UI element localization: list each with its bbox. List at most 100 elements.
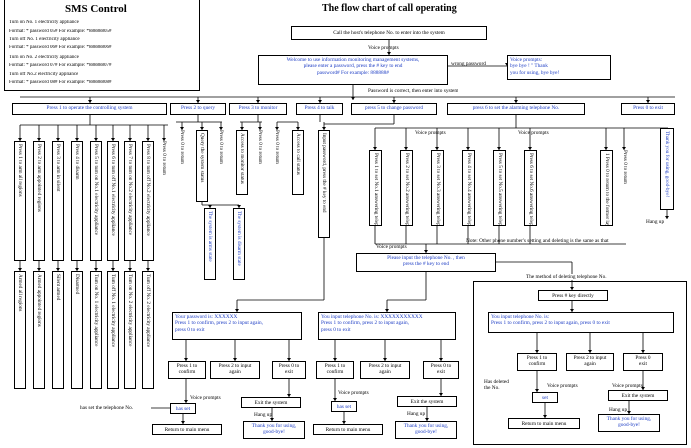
- arrowhead: [627, 411, 631, 414]
- arrowhead: [184, 400, 188, 403]
- sms-line: Turn off No. 1 electricity appliance: [9, 37, 80, 42]
- delete-method-panel: [473, 281, 687, 445]
- telephone-option: Press 3 to set No.3 answering telephone …: [431, 150, 444, 226]
- arrowhead: [208, 205, 212, 208]
- arrowhead: [387, 52, 391, 55]
- arrowhead: [570, 309, 574, 312]
- control-result: Armed appointed regions: [33, 271, 45, 389]
- sms-line: Format: * password 07# For example: *888…: [9, 63, 112, 68]
- arrowhead: [128, 138, 132, 141]
- tel-has-set-box: has set: [331, 401, 357, 412]
- query-status-box: Query the system status: [196, 130, 208, 202]
- tel-thanks-box: Thank you for using, good-bye!: [395, 421, 457, 439]
- arrowhead: [240, 127, 244, 130]
- control-option: Press 3 to arm in silent: [52, 141, 64, 261]
- hang-up-top: Hang up: [646, 219, 665, 225]
- sms-line: Format: * password 05# For example: *888…: [9, 29, 112, 34]
- delete-confirm-box: You input telephone No. is: Press 1 to c…: [488, 312, 674, 333]
- arrowhead: [200, 127, 204, 130]
- wrong-password-box: Voice prompts: bye bye ! " Thank you for…: [507, 55, 611, 80]
- voice-prompts-del-a: Voice prompts: [547, 383, 578, 389]
- has-set-label: has set the telephone No.: [80, 405, 134, 411]
- telephone-option: Press 2 to set No.2 answering telephone …: [400, 150, 413, 226]
- arrowhead: [219, 127, 223, 130]
- arrowhead: [641, 387, 645, 390]
- arrowhead: [392, 100, 396, 103]
- menu-5-password: press 5 to change password: [351, 103, 437, 115]
- wrong-password-label: wrong password: [451, 61, 486, 67]
- arrowhead: [270, 418, 274, 421]
- telephone-option: Press 6 to set No.6 answering telephone …: [524, 150, 537, 226]
- tel-confirm-box: You input telephone No. is: XXXXXXXXXXX …: [318, 312, 456, 340]
- voice-prompts-tel: Voice prompts: [338, 390, 369, 396]
- arrowhead: [275, 127, 279, 130]
- delete-title: The method of deleting telephone No.: [524, 274, 609, 281]
- arrowhead: [235, 309, 239, 312]
- password-confirm-box: Your password is: XXXXXX Press 1 to conf…: [172, 312, 302, 340]
- arrowhead: [528, 147, 532, 150]
- control-result: Turn off No. 2 electricity appliance: [142, 271, 154, 389]
- voice-prompts-tel-a: Voice prompts: [415, 130, 446, 136]
- arrowhead: [439, 358, 443, 361]
- arrowhead: [296, 127, 300, 130]
- telephone-option: Press 0 to return: [621, 150, 628, 184]
- control-option: Press 2 to arm appointed regions: [33, 141, 45, 261]
- telephone-option: Press 4 to set No.4 answering telephone …: [462, 150, 475, 226]
- monitor-status-box: Access to monitor status: [236, 130, 248, 195]
- sms-control-panel: SMS Control Turn on No. 1 electricity ap…: [4, 0, 200, 91]
- delete-key-box: Press # key directly: [538, 290, 608, 301]
- password-correct-label: Password is correct, then enter into sys…: [368, 88, 459, 94]
- control-option: Press 4 to disarm: [71, 141, 83, 261]
- delete-confirm-btn: Press 1 to confirm: [517, 353, 557, 371]
- arrowhead: [383, 358, 387, 361]
- menu-4-talk: Press 4 to talk: [296, 103, 343, 115]
- tel-confirm-btn: Press 1 to confirm: [316, 361, 354, 379]
- arrowhead: [180, 127, 184, 130]
- flow-title: The flow chart of call operating: [322, 3, 457, 14]
- delete-exit-system: Exit the system: [608, 390, 668, 401]
- arrowhead: [514, 100, 518, 103]
- delete-again-btn: Press 2 to input again: [566, 353, 614, 371]
- arrowhead: [588, 350, 592, 353]
- control-option: Press 1 to arm all regions: [14, 141, 26, 261]
- arrowhead: [94, 138, 98, 141]
- arrowhead: [196, 100, 200, 103]
- menu-0-exit: Press 0 to exit: [621, 103, 675, 115]
- control-option: Press 7 to turn on No.2 electricity appl…: [124, 141, 136, 261]
- menu-1-control: Press 1 to operate the controlling syste…: [12, 103, 167, 115]
- tel-again-btn: Press 2 to input again: [360, 361, 410, 379]
- control-result: Silent armed: [52, 271, 64, 389]
- arrowhead: [94, 268, 98, 271]
- arrowhead: [351, 97, 355, 100]
- thank-you-box: Thank you for using, good-bye!: [660, 128, 674, 210]
- telephone-option: Press 1 to set No.1 answering telephone …: [369, 150, 382, 226]
- arrowhead: [424, 250, 428, 253]
- arrowhead: [88, 100, 92, 103]
- sms-line: Format: * password 06# For example: *888…: [9, 45, 112, 50]
- monitor-return: Press 0 to return: [257, 130, 263, 164]
- arrowhead: [37, 268, 41, 271]
- voice-prompts-del-b: Voice prompts: [612, 383, 643, 389]
- sms-line: Turn on No. 1 electricity appliance: [9, 20, 79, 25]
- sms-line: Format: * password 08# For example: *888…: [9, 80, 112, 85]
- voice-prompts-pwd: Voice prompts: [190, 395, 221, 401]
- sms-title: SMS Control: [65, 3, 127, 15]
- arrowhead: [665, 216, 669, 219]
- arrowhead: [622, 147, 626, 150]
- arrowhead: [466, 147, 470, 150]
- arrowhead: [75, 138, 79, 141]
- telephone-option: Press 5 to set No.5 answering telephone …: [493, 150, 506, 226]
- talk-return: Press 0 to return: [274, 130, 280, 164]
- arrowhead: [318, 100, 322, 103]
- status-disarmed-box: The system is disarm state: [233, 208, 245, 280]
- arrowhead: [543, 415, 547, 418]
- arrowhead: [258, 127, 262, 130]
- arrowhead: [333, 398, 337, 401]
- control-option: Press 5 to turn on No.1 electricity appl…: [90, 141, 102, 261]
- arrowhead: [128, 268, 132, 271]
- control-result: Turn on No. 1 electricity appliance: [90, 271, 102, 389]
- delete-hang-up: Hang up: [609, 407, 628, 413]
- arrowhead: [75, 268, 79, 271]
- delete-exit-btn: Press 0 exit: [623, 353, 663, 371]
